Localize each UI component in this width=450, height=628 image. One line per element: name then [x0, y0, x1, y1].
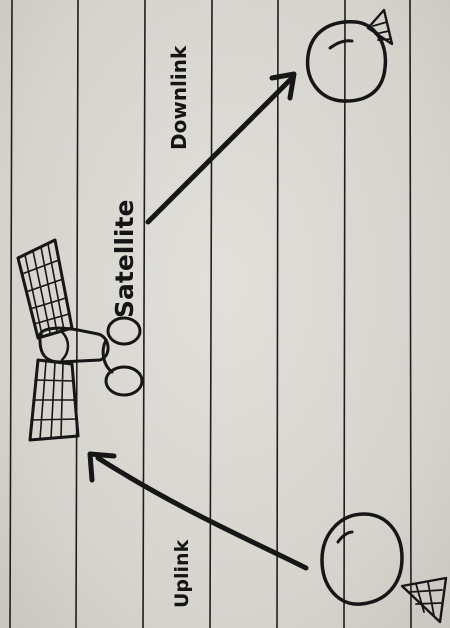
- downlink-label: Downlink: [167, 45, 191, 150]
- receiving-dish-icon: [308, 10, 392, 101]
- ruled-line: [143, 0, 145, 628]
- ruled-line: [210, 0, 212, 628]
- ruled-line: [76, 0, 78, 628]
- uplink-label: Uplink: [171, 539, 193, 608]
- ruled-line: [410, 0, 411, 628]
- uplink-arrow: [90, 454, 306, 568]
- solar-panel-icon: [18, 240, 72, 338]
- satellite-label: Satellite: [110, 200, 139, 318]
- ruled-line: [10, 0, 12, 628]
- solar-panel-icon: [30, 360, 78, 440]
- transmitting-dish-icon: [322, 514, 446, 622]
